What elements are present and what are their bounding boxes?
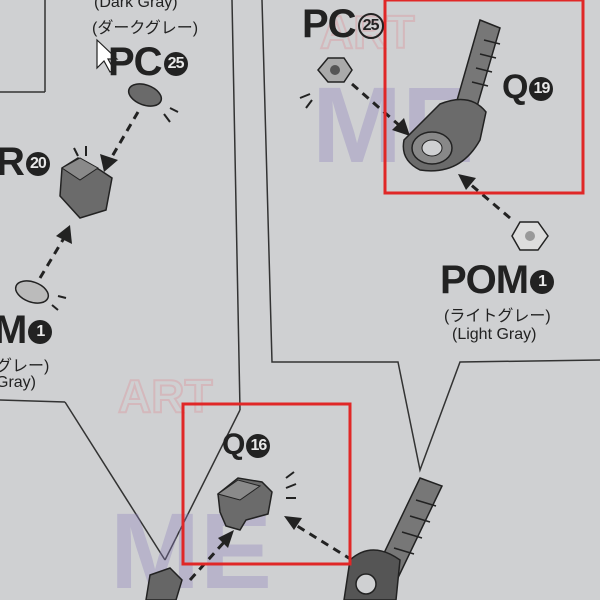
gray-jp-label-left: グレー) [0,358,50,375]
pc-nut-part [299,57,410,136]
pc25-number-badge: 25 [163,52,188,77]
left-bubble-border [231,0,241,411]
pom-left-part [14,225,72,311]
light-gray-en-label: (Light Gray) [452,326,537,343]
highlight-box-q16 [181,402,352,566]
pom1-left-number-badge: 1 [28,320,53,345]
cursor-icon [96,38,119,73]
highlight-box-q19 [383,0,585,195]
q19-number-badge: 19 [529,77,554,102]
pc-capsule-part [127,83,179,123]
r20-number-badge: 20 [25,152,50,177]
bottom-left-part [145,567,183,600]
gray-en-label-left: Gray) [0,374,36,391]
svg-text:ART: ART [118,370,213,422]
right-bubble-border [261,0,600,473]
r20-joint-part [59,146,113,219]
pom1-number-badge: 1 [530,270,555,295]
q16-number-badge: 16 [246,434,271,459]
dashed-arrow [100,111,140,172]
panel-borders [0,0,600,561]
bottom-tube-part [343,477,444,600]
pc25-top-number-badge: 25 [357,13,384,40]
q16-joint-part [188,471,353,582]
light-gray-jp-label: (ライトグレー) [444,308,551,325]
pom-nut-part [458,174,549,251]
dark-gray-en-label: (Dark Gray) [94,0,178,11]
q19-tube-part [402,18,501,172]
dark-gray-jp-label: (ダークグレー) [92,20,199,37]
